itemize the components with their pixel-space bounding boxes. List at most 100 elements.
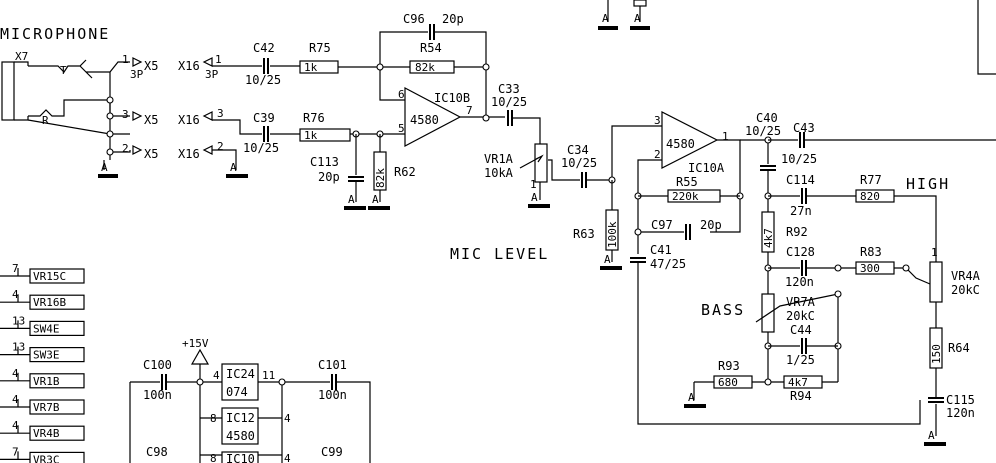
x5-label: X5 <box>144 59 158 73</box>
node <box>106 148 114 156</box>
connector-label: VR16B <box>33 296 66 309</box>
r76-ref: R76 <box>303 111 325 125</box>
pin-num: 4 <box>284 452 291 463</box>
connector-pin: 4 <box>12 367 19 380</box>
connector-wire <box>0 425 30 434</box>
r54-value: 82k <box>415 61 435 74</box>
x16-label: X16 <box>178 113 200 127</box>
connector-wire <box>0 346 30 356</box>
connector-box <box>29 399 85 415</box>
vr1a-ref: VR1A <box>484 152 514 166</box>
high-label: HIGH <box>906 175 950 193</box>
c101-ref: C101 <box>318 358 347 372</box>
pin-type: 3P <box>205 68 219 81</box>
r93-value: 680 <box>718 376 738 389</box>
c42-ref: C42 <box>253 41 275 55</box>
pin-num: 1 <box>122 53 129 66</box>
ground-label: A <box>928 429 935 442</box>
c34-value: 10/25 <box>561 156 597 170</box>
c101-value: 100n <box>318 388 347 402</box>
ic12-ref: IC12 <box>226 411 255 425</box>
pin-num: 2 <box>217 140 224 153</box>
c114-value: 27n <box>790 204 812 218</box>
ground-label: A <box>348 193 355 206</box>
ground-label: A <box>230 161 237 174</box>
c113-ref: C113 <box>310 155 339 169</box>
ground-label: A <box>531 191 538 204</box>
wire <box>768 267 931 285</box>
connector-box <box>29 294 85 310</box>
wire <box>637 262 921 425</box>
node <box>482 63 490 71</box>
vr7a-wiper <box>755 293 839 382</box>
vr1a-value: 10kA <box>484 166 514 180</box>
jack-tip-wire <box>28 59 130 79</box>
node <box>834 264 842 272</box>
ground-label: A <box>634 12 641 25</box>
c96-value: 20p <box>442 12 464 26</box>
c128-value: 120n <box>785 275 814 289</box>
jack-ground-bus <box>103 72 131 170</box>
connector-pin: 13 <box>12 314 25 327</box>
c42-value: 10/25 <box>245 73 281 87</box>
vr7a-ref: VR7A <box>786 295 816 309</box>
microphone-title: MICROPHONE <box>0 25 110 43</box>
ic24-box <box>221 363 259 401</box>
pin-num: 2 <box>122 142 129 155</box>
wire <box>379 31 487 118</box>
c99-ref: C99 <box>321 445 343 459</box>
c41-value: 47/25 <box>650 257 686 271</box>
x5-label: X5 <box>144 113 158 127</box>
node <box>376 63 384 71</box>
r83-ref: R83 <box>860 245 882 259</box>
r77-ref: R77 <box>860 173 882 187</box>
connector-box <box>29 373 85 389</box>
c43-value: 10/25 <box>781 152 817 166</box>
node <box>106 130 114 138</box>
connector-wire <box>0 399 30 408</box>
c97-value: 20p <box>700 218 722 232</box>
x16-ground-wire <box>212 149 237 170</box>
vr7a-value: 20kC <box>786 309 815 323</box>
vr4a-value: 20kC <box>951 283 980 297</box>
r94-body <box>783 375 823 389</box>
x5-pin-arrow <box>132 145 143 155</box>
wire <box>638 139 741 233</box>
r94-ref: R94 <box>790 389 812 403</box>
wire <box>586 125 655 181</box>
ic12-part: 4580 <box>226 429 255 443</box>
r94-value: 4k7 <box>788 376 808 389</box>
c44-ref: C44 <box>790 323 812 337</box>
pin-num: 4 <box>284 412 291 425</box>
plus15v-label: +15V <box>182 337 209 350</box>
vr1a-wiper <box>519 154 544 169</box>
pin-num: 5 <box>398 122 405 135</box>
connector-label: SW4E <box>33 322 60 335</box>
connector-label: SW3E <box>33 349 60 362</box>
c115-ref: C115 <box>946 393 975 407</box>
wire <box>768 195 937 262</box>
pin-num: 8 <box>210 452 217 463</box>
ic10b-ref: IC10B <box>434 91 470 105</box>
pin-num: 4 <box>213 369 220 382</box>
r92-ref: R92 <box>786 225 808 239</box>
pin-num: 6 <box>398 88 405 101</box>
connector-box <box>29 451 85 463</box>
x7-jack-frame <box>14 61 29 121</box>
connector-pin: 7 <box>12 262 19 275</box>
r64-value: 150 <box>930 344 943 364</box>
connector-list: 7VR15C4VR16B13SW4E13SW3E4VR1B4VR7B4VR4B7… <box>0 262 85 463</box>
pin-num: 11 <box>262 369 275 382</box>
ic10a-ref: IC10A <box>688 161 725 175</box>
connector-wire <box>0 268 30 277</box>
connector-wire <box>0 294 30 303</box>
c115-value: 120n <box>946 406 975 420</box>
pin-num: 3 <box>217 107 224 120</box>
ic10b-part: 4580 <box>410 113 439 127</box>
r83-body <box>855 261 895 275</box>
x16-pin-arrow <box>202 145 213 155</box>
ic12-box <box>221 407 259 445</box>
pin-num: 1 <box>931 246 938 259</box>
r63-ref: R63 <box>573 227 595 241</box>
